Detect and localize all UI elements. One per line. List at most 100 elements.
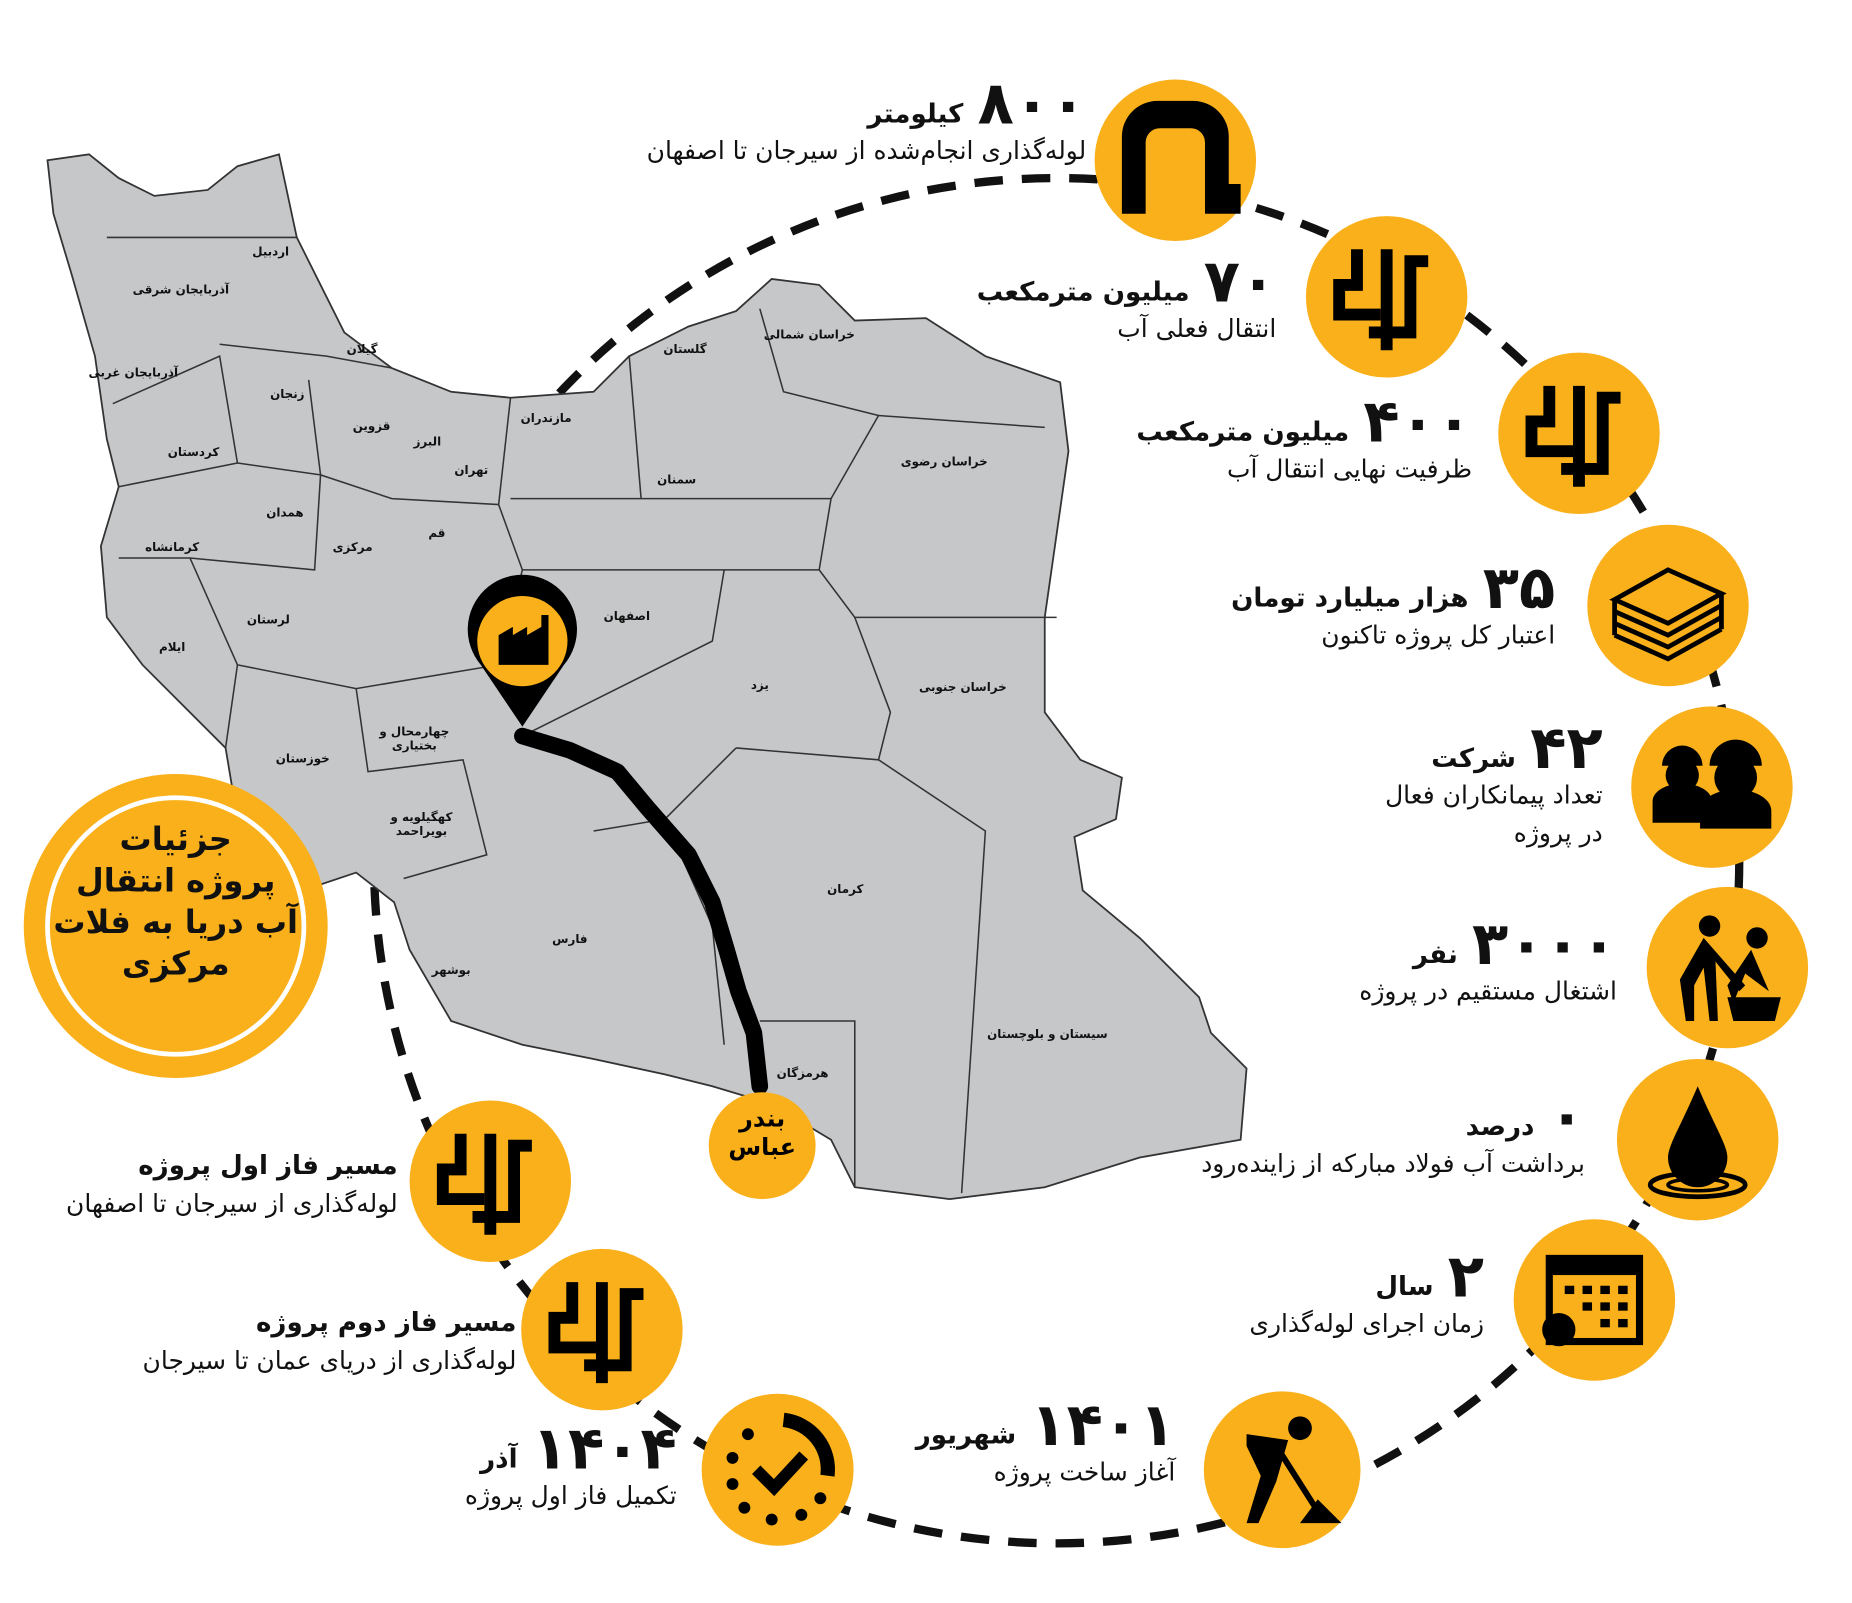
stat-number: ۸۰۰	[977, 68, 1087, 138]
badge-line: آب دریا به فلات	[53, 904, 299, 942]
stat-number: ۱۴۰۴	[531, 1413, 677, 1483]
province-label: کردستان	[167, 446, 220, 460]
province-borders	[106, 236, 1057, 1194]
stat-headline: مسیر فاز دوم پروژه	[143, 1306, 517, 1343]
province-label: سمنان	[657, 473, 697, 488]
factory-marker-icon	[467, 574, 577, 727]
stat-number: ۴۰۰	[1363, 387, 1473, 456]
port-label-line: عباس	[728, 1132, 796, 1162]
port-label-line: بندر	[739, 1104, 786, 1133]
stat-number: ۳۰۰۰	[1472, 909, 1617, 979]
stat-unit: شرکت	[1431, 744, 1516, 775]
stat-number: ۳۵	[1482, 553, 1556, 623]
water-drop-icon	[1616, 1058, 1779, 1221]
province-label: همدان	[266, 507, 304, 521]
stat-unit: هزار میلیارد تومان	[1231, 584, 1469, 615]
stat-number: ۱۴۰۱	[1030, 1390, 1176, 1460]
province-label: خراسان جنوبی	[919, 681, 1007, 695]
stat-description: ظرفیت نهایی انتقال آب	[1226, 454, 1473, 484]
stat-unit: سال	[1375, 1273, 1434, 1303]
stat-number: ۲	[1447, 1241, 1484, 1311]
province-label: لرستان	[246, 614, 290, 628]
badge-line: مرکزی	[121, 946, 230, 984]
stat-title: مسیر فاز دوم پروژه	[256, 1308, 517, 1338]
money-stack-icon	[1587, 524, 1749, 687]
stat-description: آغاز ساخت پروژه	[993, 1457, 1176, 1487]
province-label: کهگیلویه و بویراحمد	[390, 811, 453, 839]
province-label: یزد	[750, 679, 769, 693]
stat-number: ۷۰	[1203, 246, 1277, 316]
workers-icon	[1646, 886, 1809, 1049]
stat-description: در پروژه	[1513, 818, 1603, 848]
province-label: چهارمحال و بختیاری	[379, 725, 450, 753]
province-label: کرمانشاه	[145, 541, 200, 555]
stat-description: لوله‌گذاری انجام‌شده از سیرجان تا اصفهان	[646, 136, 1087, 166]
province-label: خراسان شمالی	[763, 329, 855, 343]
province-label: فارس	[552, 933, 588, 947]
province-label: خوزستان	[275, 752, 330, 767]
province-label: سیستان و بلوچستان	[987, 1028, 1108, 1042]
port-label: بندر عباس	[712, 1104, 812, 1161]
stat-description: برداشت آب فولاد مبارکه از زاینده‌رود	[1201, 1149, 1585, 1178]
province-label: کرمان	[827, 883, 864, 897]
progress-check-icon	[701, 1393, 854, 1546]
calendar-icon	[1513, 1219, 1676, 1381]
province-label: قم	[428, 527, 446, 541]
stat-headline: ۴۲ شرکت	[1385, 713, 1603, 783]
stat-number: ۴۲	[1530, 713, 1603, 783]
province-label: خراسان رضوی	[900, 456, 988, 470]
pipeline-route	[514, 727, 769, 1095]
stat-unit: کیلومتر	[867, 100, 964, 130]
badge-line: پروژه انتقال	[75, 863, 276, 901]
stat-description: اعتبار کل پروژه تاکنون	[1321, 620, 1556, 650]
province-label: تهران	[454, 464, 489, 478]
stat-description: لوله‌گذاری از دریای عمان تا سیرجان	[142, 1346, 517, 1375]
province-label: اصفهان	[603, 610, 651, 624]
stat-headline: ۸۰۰ کیلومتر	[647, 68, 1087, 138]
pipes-icon	[1305, 216, 1468, 378]
digging-worker-icon	[1203, 1391, 1361, 1549]
stat-description: تعداد پیمانکاران فعال	[1385, 781, 1603, 810]
stat-unit: آذر	[480, 1445, 518, 1475]
pipes-icon	[409, 1100, 572, 1262]
province-label: گیلان	[346, 343, 378, 357]
province-label: بوشهر	[431, 964, 471, 978]
province-label: البرز	[413, 435, 442, 450]
province-label: زنجان	[270, 388, 305, 402]
stat-headline: مسیر فاز اول پروژه	[66, 1149, 398, 1186]
province-label: مرکزی	[332, 541, 373, 555]
province-label: هرمزگان	[776, 1067, 829, 1081]
stat-description: لوله‌گذاری از سیرجان تا اصفهان	[66, 1189, 398, 1218]
stat-unit: نفر	[1412, 940, 1458, 971]
contractors-icon	[1631, 706, 1793, 868]
stat-title: مسیر فاز اول پروژه	[138, 1151, 398, 1182]
pipes-icon	[1498, 352, 1660, 515]
stat-block: مسیر فاز دوم پروژه لوله‌گذاری از دریای عم…	[143, 1306, 517, 1380]
province-label: گلستان	[663, 343, 707, 357]
stat-number: ۰	[1548, 1081, 1585, 1151]
stat-block: مسیر فاز اول پروژه لوله‌گذاری از سیرجان ت…	[66, 1149, 398, 1223]
title-badge	[23, 774, 328, 1078]
province-label: ایلام	[159, 641, 186, 655]
port-marker	[708, 1092, 816, 1200]
stat-description: تکمیل فاز اول پروژه	[464, 1481, 677, 1511]
stat-description: انتقال فعلی آب	[1117, 314, 1277, 344]
